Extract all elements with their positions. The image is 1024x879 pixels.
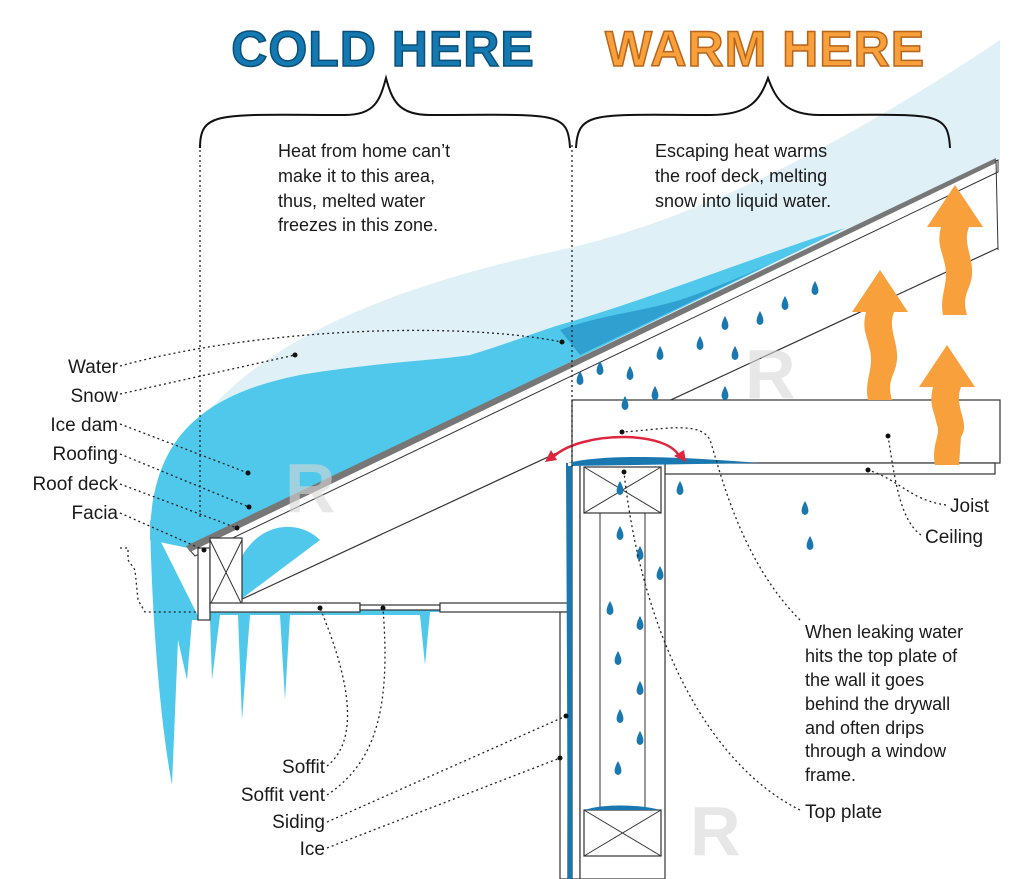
water-drop-icon bbox=[576, 371, 584, 385]
water-drop-icon bbox=[626, 366, 634, 380]
water-drop-icon bbox=[614, 761, 622, 775]
svg-text:the wall it goes: the wall it goes bbox=[805, 670, 924, 690]
svg-text:R: R bbox=[745, 335, 796, 413]
label-joist: Joist bbox=[950, 496, 990, 517]
label-siding: Siding bbox=[272, 812, 325, 833]
svg-text:and often drips: and often drips bbox=[805, 718, 924, 738]
label-roof-deck: Roof deck bbox=[32, 474, 118, 495]
water-droplets bbox=[576, 281, 819, 775]
soffit-vent bbox=[359, 604, 441, 611]
water-drop-icon bbox=[651, 386, 659, 400]
leak-arrow-icon bbox=[551, 435, 682, 459]
water-pool bbox=[560, 228, 845, 355]
roofing-shingles bbox=[186, 158, 996, 552]
water-drop-icon bbox=[676, 481, 684, 495]
soffit-right bbox=[439, 602, 573, 613]
water-drop-icon bbox=[636, 616, 644, 630]
svg-text:R: R bbox=[285, 449, 336, 527]
svg-text:frame.: frame. bbox=[805, 765, 856, 785]
cold-brace bbox=[199, 74, 571, 149]
svg-text:thus, melted water: thus, melted water bbox=[278, 191, 425, 211]
svg-text:Heat from home can’t: Heat from home can’t bbox=[278, 141, 450, 161]
water-drop-icon bbox=[596, 361, 604, 375]
joist bbox=[571, 399, 1001, 464]
svg-text:freezes in this zone.: freezes in this zone. bbox=[278, 215, 438, 235]
water-drop-icon bbox=[616, 481, 624, 495]
water-drop-icon bbox=[621, 396, 629, 410]
pooled-water bbox=[585, 805, 660, 810]
left-labels: Water Snow Ice dam Roofing Roof deck Fac… bbox=[32, 357, 118, 524]
svg-text:behind the drywall: behind the drywall bbox=[805, 694, 950, 714]
water-drop-icon bbox=[806, 536, 814, 550]
eave-ice-fill bbox=[240, 526, 320, 600]
label-ice-dam: Ice dam bbox=[50, 415, 118, 436]
svg-text:R: R bbox=[690, 792, 741, 870]
label-ceiling: Ceiling bbox=[925, 527, 983, 548]
water-drop-icon bbox=[756, 311, 764, 325]
facia bbox=[197, 547, 211, 621]
bottom-labels: Soffit Soffit vent Siding Ice bbox=[241, 757, 326, 860]
water-drop-icon bbox=[801, 501, 809, 515]
label-top-plate: Top plate bbox=[805, 802, 882, 823]
svg-text:hits the top plate of: hits the top plate of bbox=[805, 646, 958, 666]
cold-description: Heat from home can’t make it to this are… bbox=[278, 141, 450, 235]
heat-arrow-icon bbox=[852, 185, 983, 465]
svg-text:Escaping heat warms: Escaping heat warms bbox=[655, 141, 827, 161]
water-drop-icon bbox=[606, 601, 614, 615]
label-soffit: Soffit bbox=[282, 757, 326, 778]
label-water: Water bbox=[68, 357, 119, 378]
warm-header: WARM HERE bbox=[605, 21, 925, 77]
wall bbox=[559, 462, 666, 879]
label-roofing: Roofing bbox=[53, 444, 119, 465]
warm-description: Escaping heat warms the roof deck, melti… bbox=[655, 141, 831, 211]
water-drop-icon bbox=[781, 296, 789, 310]
water-drop-icon bbox=[731, 346, 739, 360]
watermark-logo: R R R bbox=[285, 335, 796, 870]
water-drop-icon bbox=[616, 526, 624, 540]
svg-text:through a window: through a window bbox=[805, 741, 947, 761]
water-drop-icon bbox=[721, 316, 729, 330]
water-drop-icon bbox=[696, 336, 704, 350]
gutter-outline bbox=[120, 547, 198, 613]
cold-header: COLD HERE bbox=[231, 21, 534, 77]
label-ice: Ice bbox=[300, 839, 325, 860]
water-drop-icon bbox=[721, 386, 729, 400]
svg-text:When leaking water: When leaking water bbox=[805, 622, 963, 642]
water-drop-icon bbox=[616, 709, 624, 723]
warm-brace bbox=[575, 75, 951, 149]
leader-lines bbox=[119, 329, 947, 849]
water-drop-icon bbox=[636, 731, 644, 745]
svg-text:snow into liquid water.: snow into liquid water. bbox=[655, 191, 831, 211]
water-drop-icon bbox=[811, 281, 819, 295]
label-snow: Snow bbox=[70, 386, 118, 407]
water-drop-icon bbox=[614, 651, 622, 665]
water-drop-icon bbox=[656, 346, 664, 360]
label-soffit-vent: Soffit vent bbox=[241, 785, 326, 806]
svg-text:make it to this area,: make it to this area, bbox=[278, 166, 435, 186]
water-drop-icon bbox=[656, 566, 664, 580]
water-drop-icon bbox=[636, 681, 644, 695]
label-facia: Facia bbox=[72, 503, 119, 524]
leak-description: When leaking water hits the top plate of… bbox=[805, 622, 963, 785]
eave-block bbox=[209, 537, 243, 606]
svg-text:the roof deck, melting: the roof deck, melting bbox=[655, 166, 827, 186]
soffit bbox=[209, 602, 361, 613]
